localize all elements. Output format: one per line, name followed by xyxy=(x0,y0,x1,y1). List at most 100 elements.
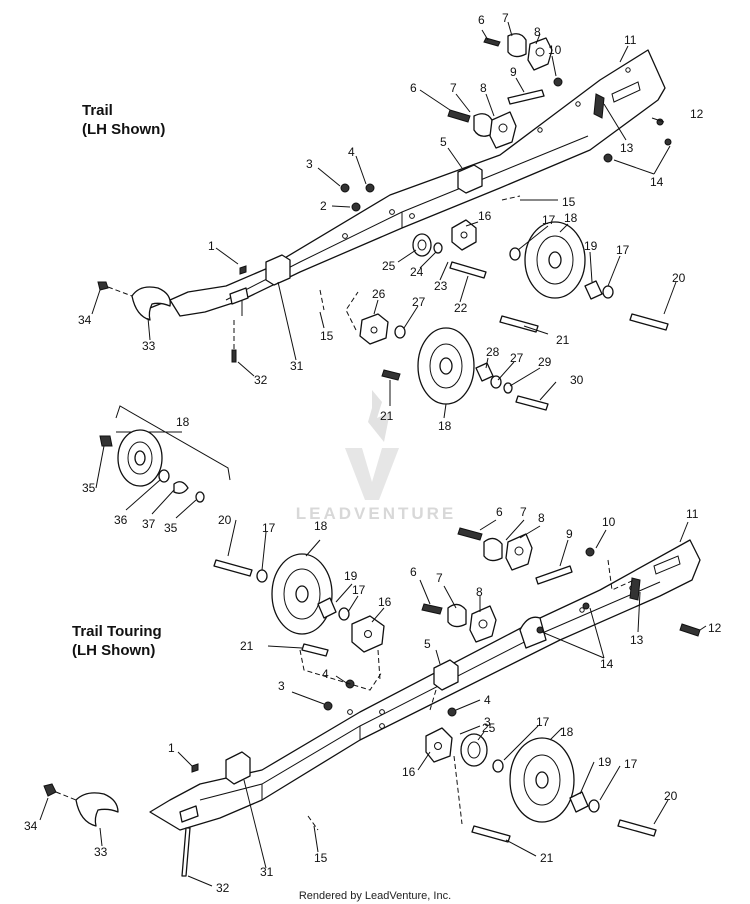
callout-label: 6 xyxy=(478,13,485,27)
callout-label: 8 xyxy=(534,25,541,39)
bottom-leader-lines xyxy=(39,519,707,887)
callout-label: 17 xyxy=(542,213,556,227)
callout-label: 2 xyxy=(320,199,327,213)
callout-label: 14 xyxy=(650,175,664,189)
callout-label: 16 xyxy=(378,595,392,609)
callout-label: 18 xyxy=(176,415,190,429)
callout-label: 30 xyxy=(570,373,584,387)
callout-label: 20 xyxy=(664,789,678,803)
footer-credit: Rendered by LeadVenture, Inc. xyxy=(299,890,451,902)
callout-label: 11 xyxy=(686,507,699,521)
callout-label: 18 xyxy=(438,419,452,433)
top-arm-bracket-16 xyxy=(451,219,477,251)
callout-label: 37 xyxy=(142,517,156,531)
callout-label: 31 xyxy=(290,359,304,373)
callout-label: 35 xyxy=(164,521,178,535)
bottom-small-hardware xyxy=(181,559,641,877)
bottom-wheel-18-lower xyxy=(509,737,575,823)
callout-label: 25 xyxy=(482,721,496,735)
callout-label: 5 xyxy=(440,135,447,149)
bottom-spacer-25 xyxy=(460,733,488,767)
callout-label: 29 xyxy=(538,355,552,369)
callout-label: 19 xyxy=(344,569,358,583)
callout-label: 31 xyxy=(260,865,274,879)
callout-label: 24 xyxy=(410,265,424,279)
top-small-hardware xyxy=(231,93,605,363)
callout-label: 6 xyxy=(410,81,417,95)
callout-label: 9 xyxy=(510,65,517,79)
callout-label: 6 xyxy=(496,505,503,519)
callout-label: 28 xyxy=(486,345,500,359)
watermark-logo xyxy=(345,390,399,500)
callout-label: 14 xyxy=(600,657,614,671)
callout-label: 36 xyxy=(114,513,128,527)
top-arm-bracket-26 xyxy=(345,291,389,345)
top-leader-lines xyxy=(91,21,677,419)
bottom-arm-bracket-16-upper xyxy=(351,615,385,653)
callout-label: 13 xyxy=(620,141,634,155)
callout-label: 33 xyxy=(142,339,156,353)
top-rail xyxy=(149,49,666,317)
callout-label: 18 xyxy=(314,519,328,533)
touring-subtitle: (LH Shown) xyxy=(72,642,155,659)
bottom-bushings xyxy=(317,597,589,813)
callout-label: 3 xyxy=(306,157,313,171)
callout-label: 8 xyxy=(538,511,545,525)
callout-label: 20 xyxy=(672,271,686,285)
callout-label: 18 xyxy=(560,725,574,739)
top-nuts xyxy=(340,77,672,212)
callout-label: 7 xyxy=(436,571,443,585)
callout-label: 27 xyxy=(510,351,524,365)
callout-label: 27 xyxy=(412,295,426,309)
callout-label: 26 xyxy=(372,287,386,301)
callout-label: 7 xyxy=(520,505,527,519)
callout-label: 4 xyxy=(484,693,491,707)
top-washers xyxy=(394,242,614,394)
callout-label: 21 xyxy=(540,851,554,865)
callout-label: 21 xyxy=(380,409,394,423)
top-bolt-34 xyxy=(97,281,133,297)
callout-label: 17 xyxy=(352,583,366,597)
top-rail-tip xyxy=(131,286,171,321)
bottom-wheel-18-upper xyxy=(271,553,333,635)
callout-label: 34 xyxy=(24,819,38,833)
bottom-arm-bracket-16-lower xyxy=(425,727,453,763)
callout-label: 15 xyxy=(320,329,334,343)
watermark-text: LEADVENTURE xyxy=(296,504,457,523)
callout-label: 13 xyxy=(630,633,644,647)
callout-label: 23 xyxy=(434,279,448,293)
trail-subtitle: (LH Shown) xyxy=(82,121,165,138)
callout-label: 4 xyxy=(322,667,329,681)
callout-label: 11 xyxy=(624,33,637,47)
callout-label: 7 xyxy=(450,81,457,95)
callout-label: 21 xyxy=(556,333,570,347)
callout-label: 22 xyxy=(454,301,468,315)
callout-label: 33 xyxy=(94,845,108,859)
top-bolts xyxy=(381,37,669,411)
inset-hardware xyxy=(95,435,205,519)
callout-label: 35 xyxy=(82,481,96,495)
callout-label: 12 xyxy=(708,621,722,635)
bottom-bolts xyxy=(213,527,701,843)
callout-label: 3 xyxy=(278,679,285,693)
bottom-nuts xyxy=(323,547,595,717)
callout-label: 12 xyxy=(690,107,704,121)
top-spacer-25 xyxy=(412,233,432,257)
top-bushings xyxy=(475,280,603,382)
top-wheel-18-rear xyxy=(524,221,586,299)
callout-label: 17 xyxy=(624,757,638,771)
callout-label: 21 xyxy=(240,639,254,653)
callout-label: 5 xyxy=(424,637,431,651)
callout-label: 32 xyxy=(254,373,268,387)
callout-label: 25 xyxy=(382,259,396,273)
callout-label: 8 xyxy=(480,81,487,95)
callout-label: 8 xyxy=(476,585,483,599)
callout-label: 16 xyxy=(478,209,492,223)
callout-label: 7 xyxy=(502,11,509,25)
trail-title: Trail xyxy=(82,102,113,119)
inset-wheel-18 xyxy=(117,429,163,487)
callout-label: 15 xyxy=(314,851,328,865)
callout-label: 17 xyxy=(616,243,630,257)
bottom-bolt-34 xyxy=(43,783,77,801)
